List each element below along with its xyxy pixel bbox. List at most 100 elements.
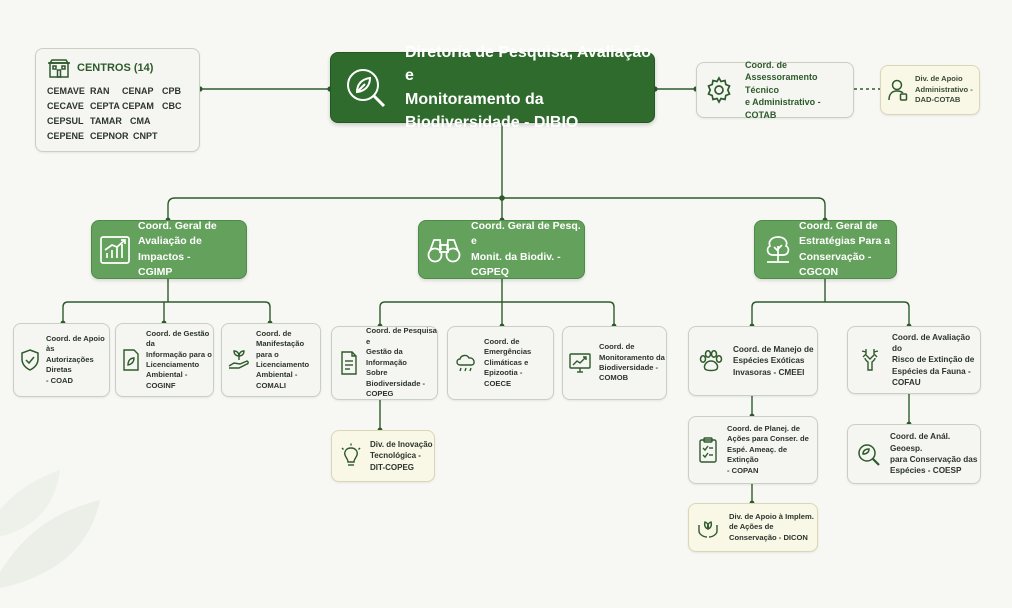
dad-box: Div. de Apoio Administrativo - DAD-COTAB xyxy=(880,65,980,115)
cgpeq-line: CGPEQ xyxy=(471,265,509,278)
coesp-line: Coord. de Anál. Geoesp. xyxy=(890,432,951,453)
centro-item: CEPENE xyxy=(47,131,85,141)
cofau-line: Risco de Extinção de xyxy=(892,355,975,365)
coad-line: Autorizações Diretas xyxy=(46,354,94,375)
comob-line: Monitoramento da xyxy=(599,352,665,362)
lightbulb-icon xyxy=(340,443,362,469)
clipboard-icon xyxy=(697,437,719,463)
cgimp-line: Avaliação de Impactos - xyxy=(138,235,202,263)
tree-icon xyxy=(763,234,793,266)
cotab-box: Coord. de Assessoramento Técnico e Admin… xyxy=(696,60,854,120)
coginf-line: Informação para o xyxy=(146,349,212,359)
comali-box: Coord. de Manifestação para o Licenciame… xyxy=(221,323,321,397)
coece-line: Climáticas e Epizootia - xyxy=(484,357,529,378)
coginf-box: Coord. de Gestão da Informação para o Li… xyxy=(115,323,214,397)
comob-box: Coord. de Monitoramento da Biodiversidad… xyxy=(562,326,667,400)
chart-icon xyxy=(100,235,130,264)
coesp-line: Espécies - COESP xyxy=(890,466,962,476)
binoculars-icon xyxy=(427,236,461,264)
cgimp-line: Coord. Geral de xyxy=(138,220,217,233)
cloud-rain-icon xyxy=(454,352,478,374)
copeg-line: Coord. de Pesquisa e xyxy=(366,326,437,346)
cmeei-line: Espécies Exóticas xyxy=(733,356,805,366)
gear-icon xyxy=(705,76,733,104)
centro-item: CECAVE xyxy=(47,101,84,111)
monitor-chart-icon xyxy=(569,352,591,374)
cgpeq-line: Monit. da Biodiv. - xyxy=(471,250,561,263)
cgpeq-line: Coord. Geral de Pesq. e xyxy=(471,220,581,248)
cgpeq-box: Coord. Geral de Pesq. e Monit. da Biodiv… xyxy=(418,220,585,279)
copan-line: Espé. Ameaç. de Extinção xyxy=(727,444,788,465)
centros-list: CEMAVE RAN CENAP CPB CECAVE CEPTA CEPAM … xyxy=(47,86,182,141)
coece-line: Coord. de Emergências xyxy=(484,336,532,357)
dicon-line: Conservação - DICON xyxy=(729,532,808,542)
dit-line: Tecnológica - xyxy=(370,451,421,461)
coginf-line: Coord. de Gestão da xyxy=(146,328,210,349)
centro-item: CMA xyxy=(130,116,151,126)
dibio-title-line2: Monitoramento da Biodiversidade - DIBIO xyxy=(405,90,579,131)
centros-title: CENTROS (14) xyxy=(77,62,154,74)
cofau-line: COFAU xyxy=(892,377,921,387)
centros-row: CECAVE CEPTA CEPAM CBC xyxy=(47,101,182,111)
comali-line: Coord. de xyxy=(256,328,292,338)
coece-line: COECE xyxy=(484,378,512,388)
cmeei-line: Coord. de Manejo de xyxy=(733,345,814,355)
hands-leaf-icon xyxy=(697,517,719,539)
dicon-line: Div. de Apoio à Implem. xyxy=(729,511,814,521)
background-leaf-decoration xyxy=(0,470,100,589)
cmeei-line: Invasoras - CMEEI xyxy=(733,367,805,377)
document-leaf-icon xyxy=(122,349,140,371)
dad-line: DAD-COTAB xyxy=(915,95,961,105)
copeg-line: Sobre Biodiversidade - xyxy=(366,368,426,388)
dit-line: Div. de Inovação xyxy=(370,440,433,450)
coginf-line: Ambiental - COGINF xyxy=(146,370,188,390)
centros-box: CENTROS (14) CEMAVE RAN CENAP CPB CECAVE… xyxy=(35,48,200,152)
deer-icon xyxy=(856,346,884,374)
cgcon-box: Coord. Geral de Estratégias Para a Conse… xyxy=(754,220,897,279)
dicon-line: de Ações de xyxy=(729,522,774,532)
dibio-title-line1: Diretoria de Pesquisa, Avaliação e xyxy=(405,44,652,85)
copeg-line: COPEG xyxy=(366,389,394,399)
comob-line: COMOB xyxy=(599,373,629,383)
centro-item: RAN xyxy=(90,86,110,96)
centro-item: TAMAR xyxy=(90,116,122,126)
copan-line: Ações para Conser. de xyxy=(727,434,809,444)
cgimp-box: Coord. Geral de Avaliação de Impactos - … xyxy=(91,220,247,279)
dibio-box: Diretoria de Pesquisa, Avaliação e Monit… xyxy=(330,44,655,131)
cofau-line: Coord. de Avaliação do xyxy=(892,332,971,354)
centro-item: CEPTA xyxy=(90,101,120,111)
cofau-box: Coord. de Avaliação do Risco de Extinção… xyxy=(847,326,981,394)
coesp-line: para Conservação das xyxy=(890,455,978,464)
centros-row: CEPENE CEPNOR CNPT xyxy=(47,131,182,141)
comali-line: Licenciamento xyxy=(256,360,310,369)
dad-line: Administrativo - xyxy=(915,84,973,94)
leaf-magnifier-icon xyxy=(343,66,389,110)
copan-line: Coord. de Planej. de xyxy=(727,423,800,433)
coginf-line: Licenciamento xyxy=(146,360,200,369)
coad-line: - COAD xyxy=(46,375,73,385)
comob-line: Biodiversidade - xyxy=(599,363,659,372)
cotab-line: Assessoramento Técnico xyxy=(745,72,818,95)
centro-item: CEPNOR xyxy=(90,131,129,141)
shield-check-icon xyxy=(20,348,40,372)
centro-item: CEPAM xyxy=(122,101,154,111)
coad-line: Coord. de Apoio às xyxy=(46,333,105,354)
centro-item: CNPT xyxy=(133,131,158,141)
comali-line: Manifestação para o xyxy=(256,339,305,359)
copan-line: - COPAN xyxy=(727,465,759,475)
copeg-box: Coord. de Pesquisa e Gestão da Informaçã… xyxy=(331,326,438,400)
centro-item: CPB xyxy=(162,86,182,96)
document-icon xyxy=(340,351,358,375)
cmeei-box: Coord. de Manejo de Espécies Exóticas In… xyxy=(688,326,818,396)
hand-plant-icon xyxy=(228,349,250,371)
comob-line: Coord. de xyxy=(599,342,635,352)
cotab-line: e Administrativo - COTAB xyxy=(745,97,821,120)
centro-item: CEPSUL xyxy=(47,116,84,126)
cofau-line: Espécies da Fauna - xyxy=(892,366,971,376)
cgimp-line: CGIMP xyxy=(138,265,173,278)
copeg-line: Gestão da Informação xyxy=(366,347,407,367)
centro-item: CBC xyxy=(162,101,182,111)
cgcon-line: Coord. Geral de xyxy=(799,220,878,233)
paw-icon xyxy=(697,349,723,373)
building-icon xyxy=(47,58,71,78)
